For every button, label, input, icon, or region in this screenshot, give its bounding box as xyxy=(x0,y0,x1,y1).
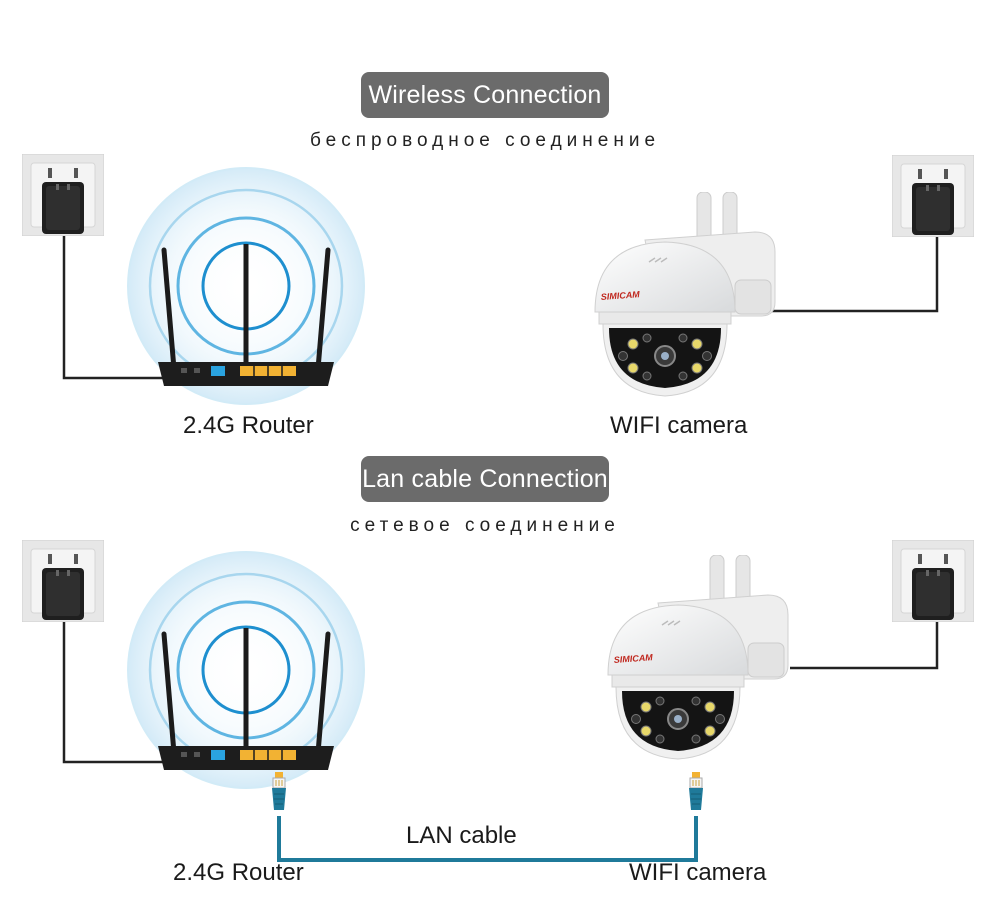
camera-label: WIFI camera xyxy=(629,859,767,886)
wireless-title: Wireless Connection xyxy=(361,72,609,118)
wall-socket-icon xyxy=(892,540,974,622)
lan-title: Lan cable Connection xyxy=(361,456,609,502)
lan-cable-label: LAN cable xyxy=(406,822,517,849)
camera-brand: SIMICAM xyxy=(613,652,653,665)
camera-brand: SIMICAM xyxy=(600,289,640,302)
ethernet-plug-icon xyxy=(271,772,287,811)
power-cord xyxy=(62,236,178,380)
wireless-section: SIMICAM xyxy=(22,154,974,405)
power-cord xyxy=(790,622,939,670)
wall-socket-icon xyxy=(22,540,104,622)
camera-label: WIFI camera xyxy=(610,412,748,439)
power-cord xyxy=(62,622,178,764)
wireless-subtitle: беспроводное соединение xyxy=(309,130,661,151)
lan-subtitle: сетевое соединение xyxy=(350,515,620,536)
router-label: 2.4G Router xyxy=(183,412,314,439)
wall-socket-icon xyxy=(892,155,974,237)
wall-socket-icon xyxy=(22,154,104,236)
power-cord xyxy=(772,237,939,313)
lan-cable-line xyxy=(277,816,698,862)
ethernet-plug-icon xyxy=(688,772,704,811)
lan-section: SIMICAM xyxy=(22,540,974,862)
router-label: 2.4G Router xyxy=(173,859,304,886)
